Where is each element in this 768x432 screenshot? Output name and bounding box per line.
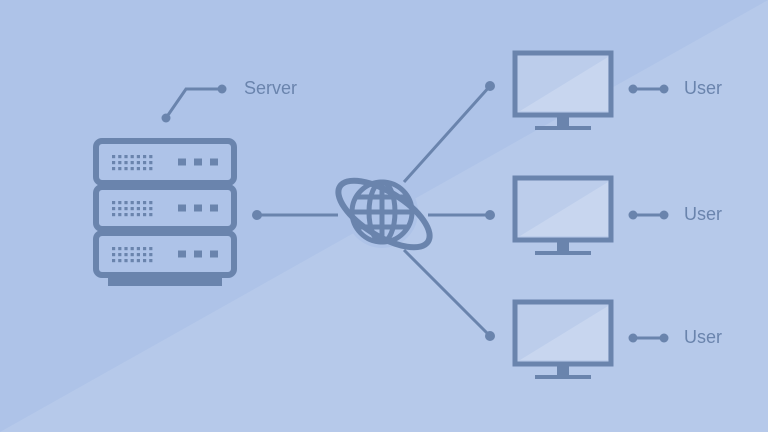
server-indicator-dot [112, 201, 116, 205]
server-indicator-dot [136, 201, 140, 205]
server-indicator-dot [124, 253, 128, 257]
server-indicator-dot [136, 247, 140, 251]
server-indicator-dot [130, 259, 134, 263]
server-indicator-dot [124, 247, 128, 251]
server-indicator-dot [130, 213, 134, 217]
server-leader-line [161, 84, 227, 123]
server-indicator-dot [136, 213, 140, 217]
user-label: User [684, 78, 723, 98]
server-rack-icon [93, 138, 237, 286]
server-indicator-dot [112, 161, 116, 165]
server-indicator-dot [124, 167, 128, 171]
server-label: Server [244, 78, 298, 98]
server-indicator-dot [143, 247, 147, 251]
server-indicator-dot [149, 259, 153, 263]
server-indicator-dot [143, 259, 147, 263]
server-indicator-dot [130, 253, 134, 257]
globe-icon [335, 176, 433, 251]
server-status-light [194, 250, 202, 258]
server-indicator-dot [118, 161, 122, 165]
server-indicator-dot [130, 201, 134, 205]
monitor-icon [512, 175, 614, 255]
server-indicator-dot [136, 207, 140, 211]
server-indicator-dot [124, 213, 128, 217]
server-indicator-dot [124, 161, 128, 165]
monitor-icon [512, 299, 614, 379]
server-indicator-dot [130, 207, 134, 211]
server-indicator-dot [136, 253, 140, 257]
server-indicator-dot [112, 155, 116, 159]
server-indicator-dot [118, 253, 122, 257]
server-indicator-dot [143, 155, 147, 159]
server-indicator-dot [112, 247, 116, 251]
server-indicator-dot [118, 155, 122, 159]
server-indicator-dot [118, 201, 122, 205]
server-indicator-dot [112, 207, 116, 211]
user-label: User [684, 204, 723, 224]
server-indicator-dot [136, 167, 140, 171]
server-indicator-dot [130, 161, 134, 165]
server-indicator-dot [143, 253, 147, 257]
server-indicator-dot [149, 213, 153, 217]
user-label: User [684, 327, 723, 347]
server-indicator-dot [112, 167, 116, 171]
server-indicator-dot [112, 253, 116, 257]
server-indicator-dot [136, 259, 140, 263]
server-indicator-dot [130, 247, 134, 251]
server-indicator-dot [149, 247, 153, 251]
server-connection-line [252, 210, 338, 220]
user-leader-lines [628, 84, 669, 343]
server-indicator-dot [124, 155, 128, 159]
server-indicator-dot [130, 167, 134, 171]
server-status-light [178, 204, 186, 212]
server-indicator-dot [143, 161, 147, 165]
server-indicator-dot [118, 213, 122, 217]
server-indicator-dot [136, 155, 140, 159]
server-indicator-dot [149, 161, 153, 165]
server-status-light [178, 158, 186, 166]
server-indicator-dot [149, 155, 153, 159]
server-status-light [210, 204, 218, 212]
server-indicator-dot [118, 247, 122, 251]
server-indicator-dot [118, 259, 122, 263]
server-indicator-dot [149, 167, 153, 171]
server-indicator-dot [130, 155, 134, 159]
user-connection-lines [402, 81, 495, 341]
server-indicator-dot [143, 201, 147, 205]
server-indicator-dot [143, 213, 147, 217]
server-indicator-dot [124, 207, 128, 211]
server-status-light [178, 250, 186, 258]
server-indicator-dot [136, 161, 140, 165]
server-indicator-dot [149, 201, 153, 205]
server-indicator-dot [118, 207, 122, 211]
server-status-light [210, 250, 218, 258]
server-indicator-dot [149, 207, 153, 211]
server-indicator-dot [112, 213, 116, 217]
server-indicator-dot [143, 167, 147, 171]
server-status-light [210, 158, 218, 166]
server-status-light [194, 204, 202, 212]
server-indicator-dot [118, 167, 122, 171]
server-indicator-dot [124, 201, 128, 205]
monitor-icon [512, 50, 614, 130]
server-indicator-dot [112, 259, 116, 263]
server-status-light [194, 158, 202, 166]
server-indicator-dot [124, 259, 128, 263]
server-indicator-dot [143, 207, 147, 211]
server-indicator-dot [149, 253, 153, 257]
